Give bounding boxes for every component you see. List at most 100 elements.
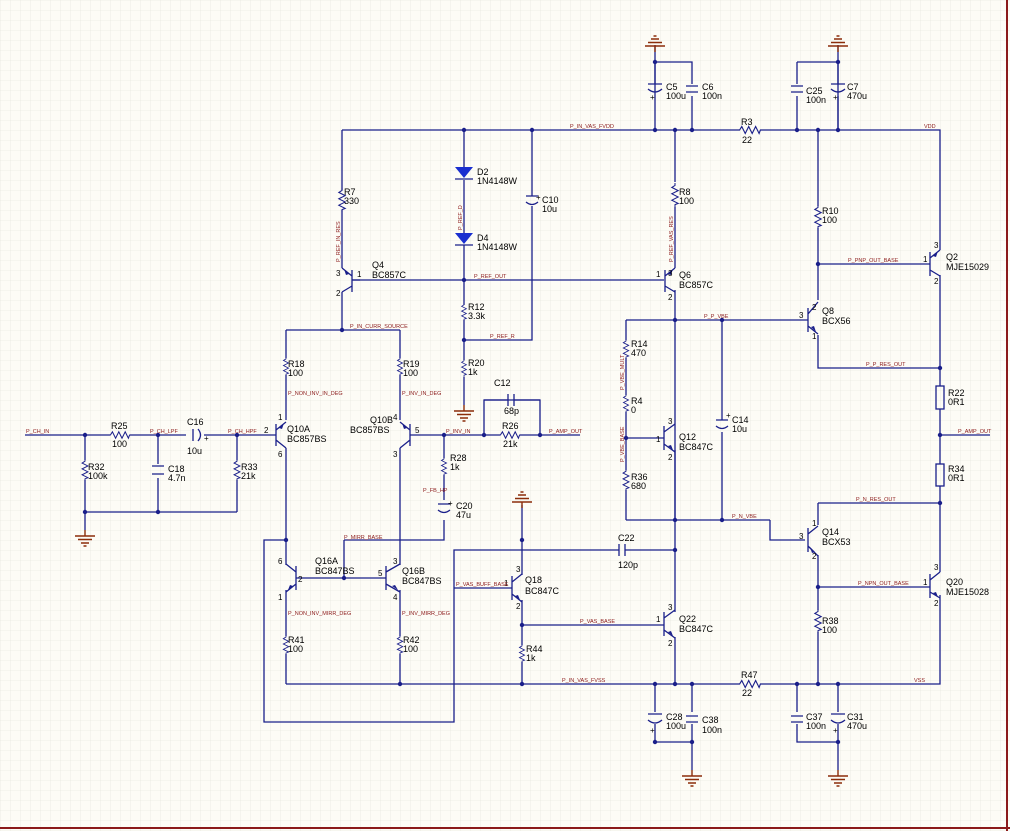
capacitor-c7 (830, 83, 846, 93)
value-c20: 47u (456, 510, 471, 520)
designator-r20: R20 (468, 358, 485, 368)
value-r4: 0 (631, 405, 636, 415)
svg-text:2: 2 (336, 289, 341, 298)
designator-r44: R44 (526, 644, 543, 654)
designator-q12: Q12 (679, 432, 696, 442)
designator-c31: C31 (847, 712, 864, 722)
value-r47: 22 (742, 688, 752, 698)
transistor-q16b (385, 563, 401, 593)
designator-c5: C5 (666, 82, 678, 92)
designator-c28: C28 (666, 712, 683, 722)
net-label-p-vbe: P_P_VBE (704, 314, 729, 320)
svg-text:+: + (650, 726, 655, 735)
resistor-r34 (935, 463, 945, 487)
svg-text:1: 1 (357, 270, 362, 279)
designator-r34: R34 (948, 464, 965, 474)
designator-c12: C12 (494, 378, 511, 388)
designator-q20: Q20 (946, 577, 963, 587)
designator-r7: R7 (344, 187, 356, 197)
net-label-in-vas-fvss: P_IN_VAS_FVSS (562, 678, 606, 684)
designator-c7: C7 (847, 82, 859, 92)
svg-text:+: + (448, 499, 453, 508)
svg-text:1: 1 (812, 332, 817, 341)
value-q10b: BC857BS (350, 425, 390, 435)
svg-text:3: 3 (393, 557, 398, 566)
value-r44: 1k (526, 653, 536, 663)
junctions (82, 59, 943, 745)
svg-text:1: 1 (278, 593, 283, 602)
svg-text:1: 1 (656, 435, 661, 444)
svg-text:1: 1 (923, 255, 928, 264)
svg-text:3: 3 (934, 241, 939, 250)
svg-text:3: 3 (799, 532, 804, 541)
transistor-q20 (929, 571, 941, 599)
capacitor-c31 (830, 713, 846, 724)
transistor-q10a (275, 421, 287, 449)
svg-text:2: 2 (298, 575, 303, 584)
designator-r47: R47 (741, 670, 758, 680)
svg-text:2: 2 (934, 599, 939, 608)
svg-text:2: 2 (812, 303, 817, 312)
designator-c25: C25 (806, 86, 823, 96)
value-c18: 4.7n (168, 473, 186, 483)
transistor-q22 (663, 609, 676, 639)
value-r7: 330 (344, 196, 359, 206)
designator-r36: R36 (631, 472, 648, 482)
net-label-npn-out-base: P_NPN_OUT_BASE (858, 581, 909, 587)
transistor-q4 (341, 267, 360, 293)
svg-text:2: 2 (934, 277, 939, 286)
net-label-ref-vas-res: P_REF_VAS_RES (669, 216, 675, 262)
svg-text:+: + (833, 93, 838, 102)
transistor-q18 (511, 573, 523, 603)
value-r10: 100 (822, 215, 837, 225)
value-r32: 100k (88, 471, 108, 481)
value-q22: BC847C (679, 624, 714, 634)
designator-q10a: Q10A (287, 424, 310, 434)
value-r22: 0R1 (948, 397, 965, 407)
value-q16b: BC847BS (402, 576, 442, 586)
svg-text:6: 6 (278, 557, 283, 566)
svg-text:+: + (726, 411, 731, 420)
net-label-ref-r: P_REF_R (490, 334, 515, 340)
designator-r42: R42 (403, 635, 420, 645)
designator-q2: Q2 (946, 252, 958, 262)
value-d4: 1N4148W (477, 242, 518, 252)
value-q6: BC857C (679, 280, 714, 290)
value-c37: 100n (806, 721, 826, 731)
value-q8: BCX56 (822, 316, 851, 326)
capacitor-c12 (484, 394, 540, 406)
designator-r22: R22 (948, 388, 965, 398)
designator-r28: R28 (450, 453, 467, 463)
resistor-r22 (935, 385, 945, 410)
designator-r41: R41 (288, 635, 305, 645)
capacitor-c38 (686, 715, 698, 723)
value-r3: 22 (742, 135, 752, 145)
capacitor-c28 (647, 713, 663, 724)
designator-c22: C22 (618, 533, 635, 543)
value-r38: 100 (822, 625, 837, 635)
capacitor-c18 (152, 465, 164, 475)
capacitor-c10 (525, 195, 539, 206)
net-label-inv-in: P_INV_IN (446, 429, 470, 435)
value-c7: 470u (847, 91, 867, 101)
svg-text:3: 3 (668, 603, 673, 612)
value-q2: MJE15029 (946, 262, 989, 272)
svg-text:3: 3 (336, 269, 341, 278)
value-q12: BC847C (679, 442, 714, 452)
svg-text:2: 2 (516, 602, 521, 611)
designator-c18: C18 (168, 464, 185, 474)
value-q14: BCX53 (822, 537, 851, 547)
net-label-amp-out-fb: P_AMP_OUT (549, 429, 583, 435)
designator-r4: R4 (631, 396, 643, 406)
designator-r14: R14 (631, 339, 648, 349)
designator-q18: Q18 (525, 575, 542, 585)
svg-text:2: 2 (668, 293, 673, 302)
net-label-vdd: VDD (924, 124, 936, 130)
transistor-q6 (664, 267, 676, 293)
value-q10a: BC857BS (287, 434, 327, 444)
svg-text:5: 5 (415, 426, 420, 435)
net-label-pnp-out-base: P_PNP_OUT_BASE (848, 258, 899, 264)
transistor-q8 (805, 301, 819, 335)
designator-q16b: Q16B (402, 566, 425, 576)
